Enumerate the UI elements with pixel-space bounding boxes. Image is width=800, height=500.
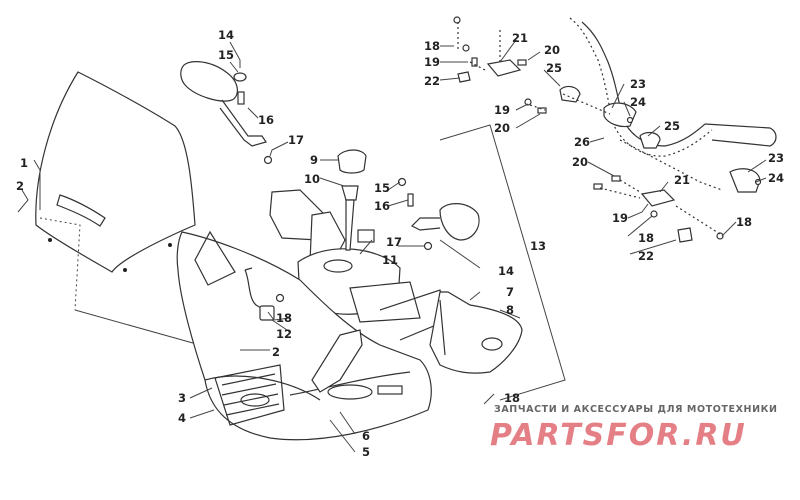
callout-26: 26 — [574, 135, 590, 149]
callout-19: 19 — [424, 55, 440, 69]
leader-lines — [17, 39, 767, 453]
callout-15: 15 — [374, 181, 390, 195]
side-panel-left — [311, 329, 363, 393]
callout-10: 10 — [304, 172, 320, 186]
callout-22: 22 — [424, 74, 440, 88]
callout-18: 18 — [736, 215, 752, 229]
callout-6: 6 — [362, 429, 370, 443]
callout-16: 16 — [374, 199, 390, 213]
windshield — [35, 71, 201, 346]
callout-22: 22 — [638, 249, 654, 263]
callout-1: 1 — [20, 156, 28, 170]
ignition-parts — [244, 149, 375, 321]
mirror-left — [180, 61, 273, 165]
callout-2: 2 — [272, 345, 280, 359]
callout-13: 13 — [530, 239, 546, 253]
callout-15: 15 — [218, 48, 234, 62]
callout-4: 4 — [178, 411, 186, 425]
callout-25: 25 — [664, 119, 680, 133]
handlebar — [569, 17, 777, 191]
callout-2: 2 — [16, 179, 24, 193]
callout-17: 17 — [288, 133, 304, 147]
callout-24: 24 — [768, 171, 784, 185]
callout-20: 20 — [544, 43, 560, 57]
callout-19: 19 — [612, 211, 628, 225]
watermark-logo: PARTSFOR.RU — [490, 418, 747, 453]
side-panel-right — [429, 291, 523, 374]
callout-18: 18 — [424, 39, 440, 53]
watermark-tagline: ЗАПЧАСТИ И АКСЕССУАРЫ ДЛЯ МОТОТЕХНИКИ — [494, 404, 778, 415]
callout-19: 19 — [494, 103, 510, 117]
callout-11: 11 — [382, 253, 398, 267]
group-bracket-13 — [439, 124, 566, 401]
callout-21: 21 — [674, 173, 690, 187]
callout-12: 12 — [276, 327, 292, 341]
mirror-right — [397, 177, 480, 251]
callout-14: 14 — [498, 264, 514, 278]
callout-20: 20 — [494, 121, 510, 135]
callout-20: 20 — [572, 155, 588, 169]
dashboard-upper — [269, 189, 449, 341]
callout-14: 14 — [218, 28, 234, 42]
callout-23: 23 — [630, 77, 646, 91]
callout-21: 21 — [512, 31, 528, 45]
fairing-body — [176, 230, 432, 441]
callout-8: 8 — [506, 303, 514, 317]
callout-18: 18 — [276, 311, 292, 325]
callout-24: 24 — [630, 95, 646, 109]
callout-23: 23 — [768, 151, 784, 165]
callout-18: 18 — [504, 391, 520, 405]
riser-clamp-upper — [453, 16, 661, 149]
callout-18: 18 — [638, 231, 654, 245]
callout-25: 25 — [546, 61, 562, 75]
callout-5: 5 — [362, 445, 370, 459]
callouts: 1 2 2 3 4 5 6 7 8 9 10 11 12 13 14 14 15… — [16, 28, 784, 459]
callout-3: 3 — [178, 391, 186, 405]
callout-17: 17 — [386, 235, 402, 249]
callout-9: 9 — [310, 153, 318, 167]
callout-7: 7 — [506, 285, 514, 299]
riser-clamp-lower — [593, 168, 762, 243]
callout-16: 16 — [258, 113, 274, 127]
